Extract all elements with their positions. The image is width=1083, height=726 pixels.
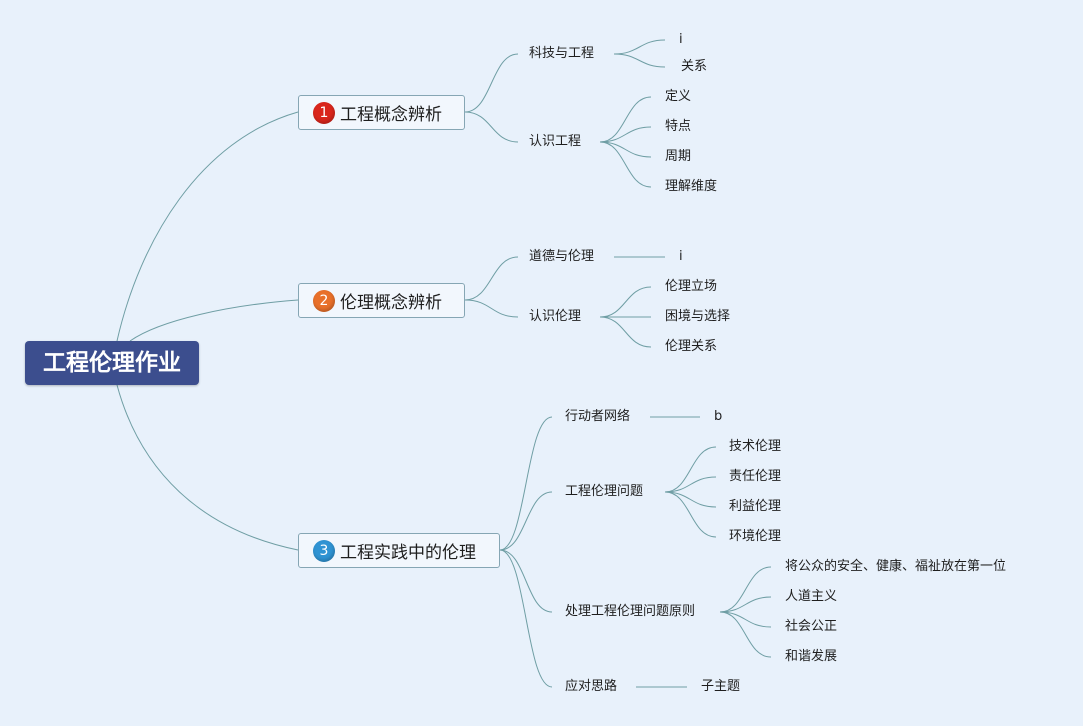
main-topic-2[interactable]: 2 伦理概念辨析 xyxy=(298,283,465,318)
subtopic-renshi-gongcheng[interactable]: 认识工程 xyxy=(529,134,582,149)
priority-1-icon: 1 xyxy=(313,101,335,124)
connector-2 xyxy=(116,384,299,551)
subtopic-renshi-lunli[interactable]: 认识伦理 xyxy=(529,309,582,324)
connector-18 xyxy=(499,491,553,551)
subtopic-gongcheng-lunli-wenti[interactable]: 工程伦理问题 xyxy=(565,484,644,499)
subtopic-daode-yu-lunli[interactable]: 道德与伦理 xyxy=(529,249,595,264)
leaf-lunli-lichang[interactable]: 伦理立场 xyxy=(665,279,718,294)
connector-29 xyxy=(719,611,772,658)
leaf-liyi-lunli[interactable]: 利益伦理 xyxy=(729,499,782,514)
connector-20 xyxy=(499,549,553,688)
main-topic-1-label: 工程概念辨析 xyxy=(340,105,442,125)
leaf-kunjing-yu-xuanze[interactable]: 困境与选择 xyxy=(665,309,731,324)
connector-24 xyxy=(664,491,717,508)
root-topic[interactable]: 工程伦理作业 xyxy=(25,341,199,385)
connector-14 xyxy=(599,286,652,318)
leaf-b[interactable]: b xyxy=(714,409,723,424)
connector-11 xyxy=(464,256,519,301)
leaf-gongzhong-anquan[interactable]: 将公众的安全、健康、福祉放在第一位 xyxy=(785,559,1007,574)
connector-12 xyxy=(464,299,519,318)
connector-22 xyxy=(664,446,717,493)
connector-6 xyxy=(613,53,666,68)
leaf-i-1[interactable]: i xyxy=(679,32,683,47)
connector-8 xyxy=(599,126,652,143)
leaf-i-2[interactable]: i xyxy=(679,249,683,264)
main-topic-3-label: 工程实践中的伦理 xyxy=(340,543,476,563)
connector-9 xyxy=(599,141,652,158)
leaf-dingyi[interactable]: 定义 xyxy=(665,89,692,104)
leaf-tedian[interactable]: 特点 xyxy=(665,119,692,134)
connector-4 xyxy=(464,111,519,143)
leaf-hexie-fazhan[interactable]: 和谐发展 xyxy=(785,649,838,664)
leaf-rendao-zhuyi[interactable]: 人道主义 xyxy=(785,589,838,604)
connector-23 xyxy=(664,476,717,493)
connector-28 xyxy=(719,611,772,628)
subtopic-chuli-yuanze[interactable]: 处理工程伦理问题原则 xyxy=(565,604,696,619)
leaf-zizhuti[interactable]: 子主题 xyxy=(701,679,741,694)
priority-3-icon: 3 xyxy=(313,539,335,562)
main-topic-2-label: 伦理概念辨析 xyxy=(340,293,442,313)
connector-7 xyxy=(599,96,652,143)
main-topic-3[interactable]: 3 工程实践中的伦理 xyxy=(298,533,500,568)
main-topic-1[interactable]: 1 工程概念辨析 xyxy=(298,95,465,130)
connector-5 xyxy=(613,39,666,55)
leaf-shehui-gongzheng[interactable]: 社会公正 xyxy=(785,619,838,634)
connector-27 xyxy=(719,596,772,613)
leaf-zeren-lunli[interactable]: 责任伦理 xyxy=(729,469,782,484)
subtopic-yingdui-silu[interactable]: 应对思路 xyxy=(565,679,618,694)
connector-25 xyxy=(664,491,717,538)
connector-3 xyxy=(464,53,519,113)
connector-10 xyxy=(599,141,652,188)
connector-1 xyxy=(129,299,299,342)
connector-0 xyxy=(116,111,299,342)
connector-17 xyxy=(499,416,553,551)
subtopic-xingdongzhe-wangluo[interactable]: 行动者网络 xyxy=(565,409,631,424)
leaf-guanxi[interactable]: 关系 xyxy=(681,59,708,74)
connector-19 xyxy=(499,549,553,613)
leaf-huanjing-lunli[interactable]: 环境伦理 xyxy=(729,529,782,544)
connector-26 xyxy=(719,566,772,613)
leaf-zhouqi[interactable]: 周期 xyxy=(665,149,692,164)
leaf-lijie-weidu[interactable]: 理解维度 xyxy=(665,179,718,194)
subtopic-keji-yu-gongcheng[interactable]: 科技与工程 xyxy=(529,46,595,61)
connector-16 xyxy=(599,316,652,348)
leaf-jishu-lunli[interactable]: 技术伦理 xyxy=(729,439,782,454)
leaf-lunli-guanxi[interactable]: 伦理关系 xyxy=(665,339,718,354)
priority-2-icon: 2 xyxy=(313,289,335,312)
